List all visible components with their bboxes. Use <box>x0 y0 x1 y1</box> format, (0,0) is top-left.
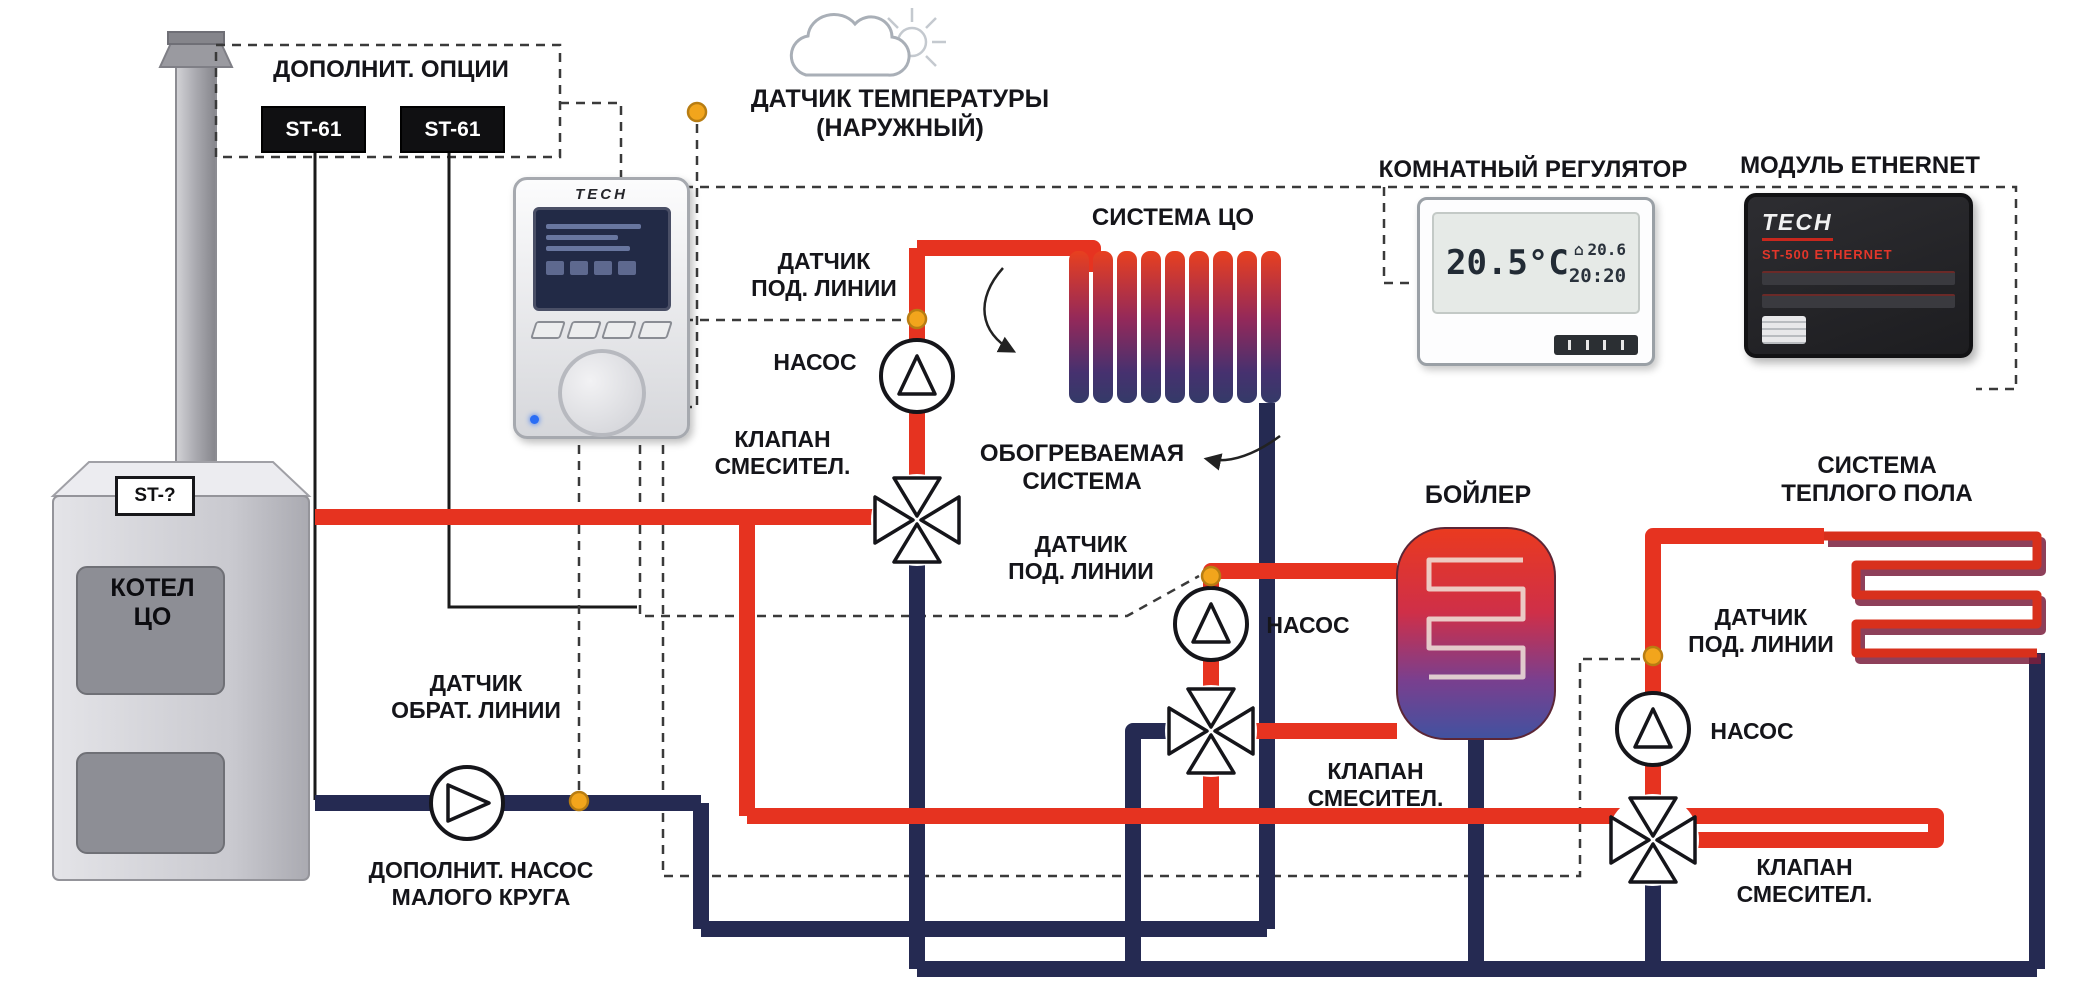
controller-led <box>530 415 539 424</box>
pump-floor-circuit <box>1615 691 1691 767</box>
label-mixing-valve-2: КЛАПАН СМЕСИТЕЛ. <box>1307 758 1444 811</box>
mixing-valve-3 <box>1607 794 1699 886</box>
cloud-icon <box>789 13 911 77</box>
controller-screen <box>532 207 671 311</box>
label-pump-3: НАСОС <box>1710 718 1794 744</box>
label-additional-options: ДОПОЛНИТ. ОПЦИИ <box>273 56 509 83</box>
controller-brand: TECH <box>575 186 628 203</box>
controller-dial <box>557 349 646 437</box>
ethernet-brand: TECH <box>1762 209 1833 241</box>
label-outdoor-sensor: ДАТЧИК ТЕМПЕРАТУРЫ (НАРУЖНЫЙ) <box>750 85 1050 142</box>
weather-icon <box>789 8 946 77</box>
control-wires <box>214 43 2018 878</box>
additional-options-box <box>214 43 562 159</box>
ethernet-model: ST-500 ETHERNET <box>1762 247 1893 262</box>
regulator-buttons <box>1554 335 1638 355</box>
supply-sensor-dot-1 <box>906 308 928 330</box>
label-heated-system: ОБОГРЕВАЕМАЯ СИСТЕМА <box>979 440 1185 495</box>
ethernet-module-device: TECH ST-500 ETHERNET <box>1744 193 1973 358</box>
tank-coil <box>1426 557 1526 680</box>
supply-sensor-dot-2 <box>1200 565 1222 587</box>
solid-fuel-boiler <box>50 31 312 881</box>
regulator-temp-set: 20.6 <box>1587 239 1627 259</box>
mixing-valve-2 <box>1165 685 1257 777</box>
label-mixing-valve-3: КЛАПАН СМЕСИТЕЛ. <box>1736 854 1873 907</box>
regulator-lcd: 20.5°C ⌂20.6 20:20 <box>1432 212 1640 314</box>
mixing-valve-1 <box>871 474 963 566</box>
ethernet-chip <box>1762 316 1806 344</box>
label-supply-sensor-1: ДАТЧИК ПОД. ЛИНИИ <box>751 248 897 301</box>
label-mixing-valve-1: КЛАПАН СМЕСИТЕЛ. <box>714 426 851 479</box>
label-boiler-tank: БОЙЛЕР <box>1424 481 1532 509</box>
label-return-sensor: ДАТЧИК ОБРАТ. ЛИНИИ <box>391 670 561 723</box>
outdoor-sensor-dot <box>686 101 708 123</box>
hot-water-tank <box>1396 527 1556 740</box>
label-pump-1: НАСОС <box>773 349 857 375</box>
boiler-sensor-chip: ST-? <box>115 476 195 516</box>
regulator-time: 20:20 <box>1568 264 1627 287</box>
st61-module-left: ST-61 <box>261 106 366 153</box>
label-room-regulator: КОМНАТНЫЙ РЕГУЛЯТОР <box>1378 156 1688 183</box>
room-regulator: 20.5°C ⌂20.6 20:20 <box>1417 197 1655 366</box>
supply-sensor-dot-3 <box>1642 645 1664 667</box>
boiler-controller: TECH <box>513 177 690 439</box>
label-floor-system: СИСТЕМА ТЕПЛОГО ПОЛА <box>1781 452 1973 507</box>
circulation-arrows <box>983 267 1281 471</box>
pump-co-circuit <box>879 338 955 414</box>
radiator <box>1069 251 1281 403</box>
label-supply-sensor-3: ДАТЧИК ПОД. ЛИНИИ <box>1688 604 1834 657</box>
pump-tank-circuit <box>1173 586 1249 662</box>
st61-module-right: ST-61 <box>400 106 505 153</box>
label-ethernet-module: МОДУЛЬ ETHERNET <box>1740 152 1980 179</box>
pump-small-circuit <box>429 765 505 841</box>
regulator-temp-main: 20.5°C <box>1446 243 1569 283</box>
label-co-system: СИСТЕМА ЦО <box>1091 204 1255 231</box>
return-sensor-dot <box>568 790 590 812</box>
label-small-circuit-pump: ДОПОЛНИТ. НАСОС МАЛОГО КРУГА <box>368 857 594 910</box>
label-pump-2: НАСОС <box>1266 612 1350 638</box>
label-supply-sensor-2: ДАТЧИК ПОД. ЛИНИИ <box>1008 531 1154 584</box>
label-boiler: КОТЕЛ ЦО <box>110 574 195 631</box>
house-icon: ⌂ <box>1573 239 1584 259</box>
temperature-sensors <box>568 101 1664 812</box>
controller-buttons <box>516 321 687 339</box>
ethernet-slot <box>1762 294 1955 308</box>
ethernet-slot <box>1762 271 1955 285</box>
floor-heating-coil <box>1824 531 2042 658</box>
